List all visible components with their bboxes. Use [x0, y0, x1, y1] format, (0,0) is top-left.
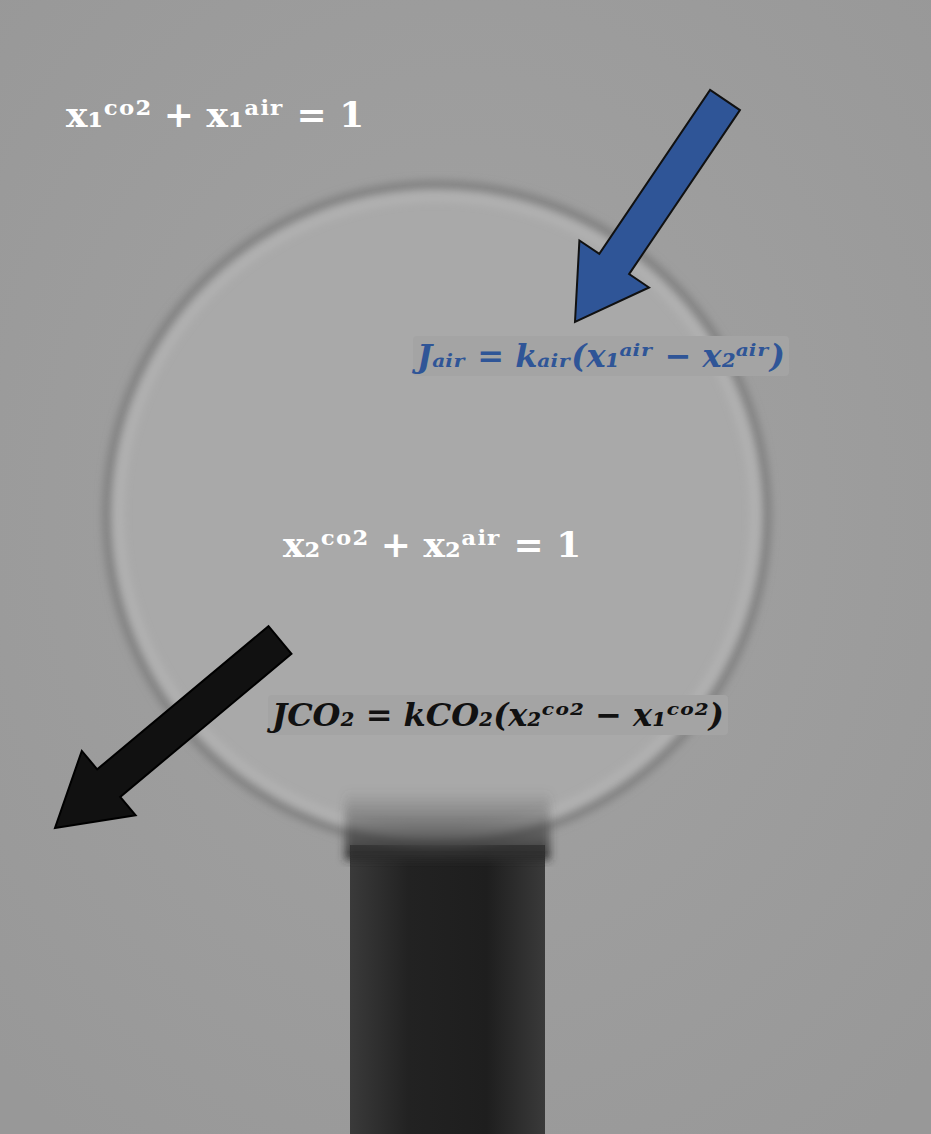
bubble-inner-ring [119, 197, 755, 833]
bubble-neck [345, 790, 550, 860]
outer-mole-balance: x₁ᶜᵒ² + x₁ᵃⁱʳ = 1 [66, 92, 364, 137]
air-inflow-arrow [575, 90, 740, 322]
bubble [107, 185, 767, 845]
air-flux-equation: Jₐᵢᵣ = kₐᵢᵣ(x₁ᵃⁱʳ − x₂ᵃⁱʳ) [413, 336, 789, 376]
inner-mole-balance: x₂ᶜᵒ² + x₂ᵃⁱʳ = 1 [283, 522, 581, 567]
co2-flux-equation: JCO₂ = kCO₂(x₂ᶜᵒ² − x₁ᶜᵒ²) [268, 695, 728, 735]
co2-outflow-arrow [55, 626, 292, 828]
needle-stem [350, 845, 545, 1134]
